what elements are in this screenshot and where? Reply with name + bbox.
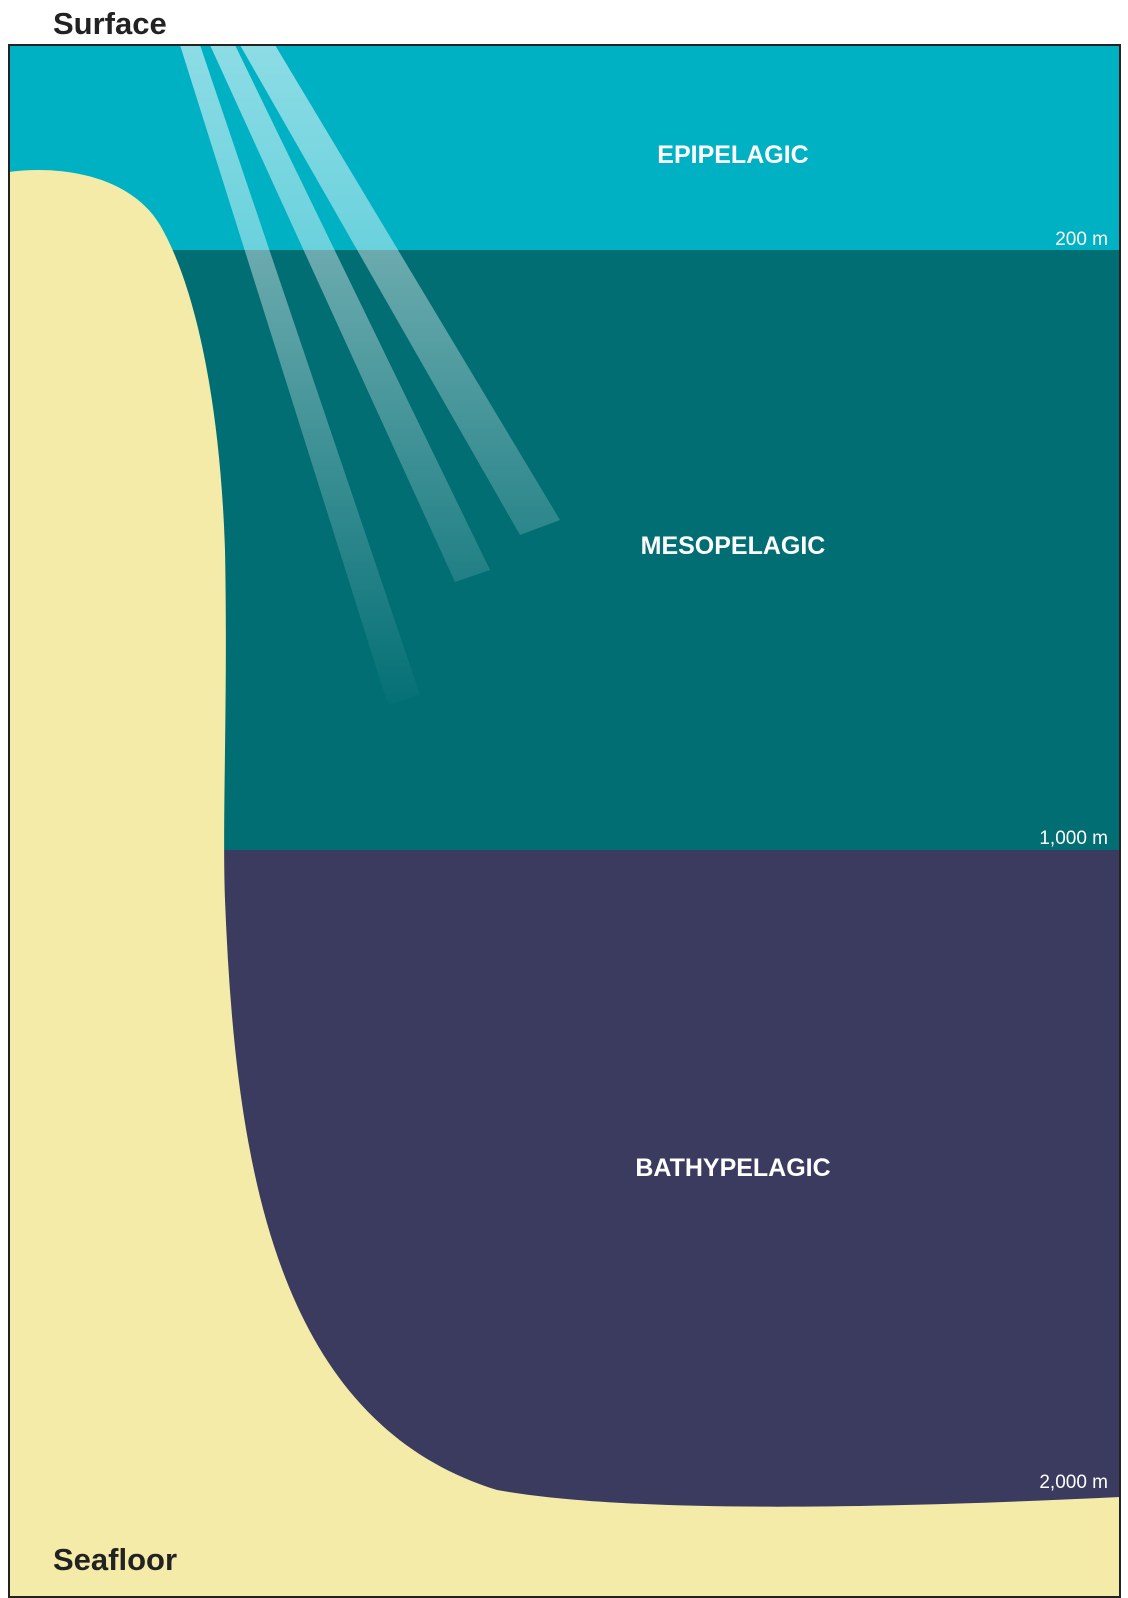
seafloor-label: Seafloor bbox=[53, 1542, 177, 1577]
seafloor-shape bbox=[9, 170, 1120, 1597]
depth-label-1000m: 1,000 m bbox=[1039, 828, 1108, 849]
surface-label: Surface bbox=[53, 6, 167, 41]
zone-label-epipelagic: EPIPELAGIC bbox=[657, 141, 808, 169]
depth-label-2000m: 2,000 m bbox=[1039, 1472, 1108, 1493]
diagram-frame bbox=[8, 44, 1121, 1598]
light-beam bbox=[210, 45, 490, 582]
zone-label-bathypelagic: BATHYPELAGIC bbox=[635, 1154, 830, 1182]
light-beam bbox=[240, 45, 560, 535]
light-beams bbox=[180, 45, 560, 705]
epipelagic-zone bbox=[9, 45, 1120, 250]
depth-label-200m: 200 m bbox=[1055, 229, 1108, 250]
zone-label-mesopelagic: MESOPELAGIC bbox=[641, 532, 826, 560]
light-beam bbox=[180, 45, 420, 705]
